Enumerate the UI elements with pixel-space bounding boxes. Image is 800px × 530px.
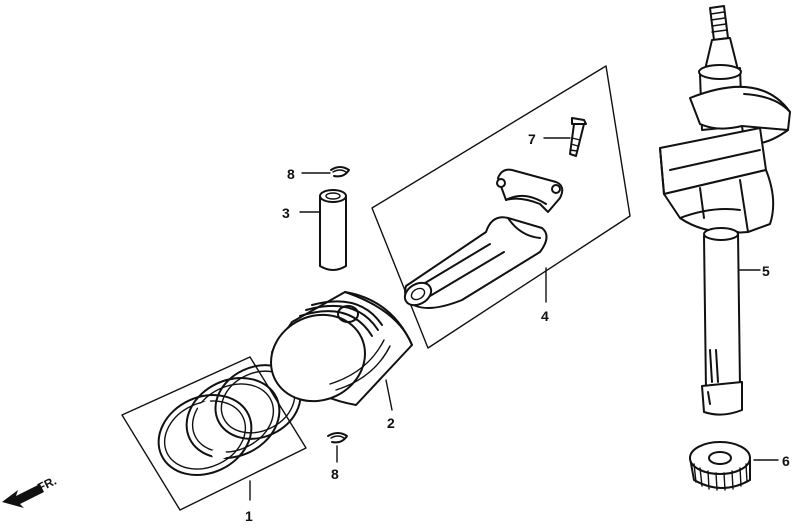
pin-clip-top [330,166,350,178]
pin-clip-bottom [327,432,348,444]
connecting-rod-assembly [371,65,631,349]
leader-lines [249,137,779,501]
callout-8-bottom: 8 [331,466,339,482]
piston-ring-set [121,356,307,511]
timing-gear [689,441,751,491]
callout-2: 2 [387,415,395,431]
ring-set-frame [121,356,307,511]
callout-6: 6 [782,453,790,469]
rod-bolt [569,117,587,157]
front-arrow-icon [2,484,44,508]
crankshaft [659,5,791,416]
piston-pin [319,189,347,271]
callout-5: 5 [762,263,770,279]
front-label: FR. [35,474,59,495]
piston [270,291,413,406]
callout-3: 3 [282,205,290,221]
callout-1: 1 [245,508,253,524]
callout-4: 4 [541,308,549,324]
callout-7: 7 [528,131,536,147]
rod-assembly-frame [371,65,631,349]
callout-8-top: 8 [287,166,295,182]
front-direction-indicator: FR. [2,474,59,508]
